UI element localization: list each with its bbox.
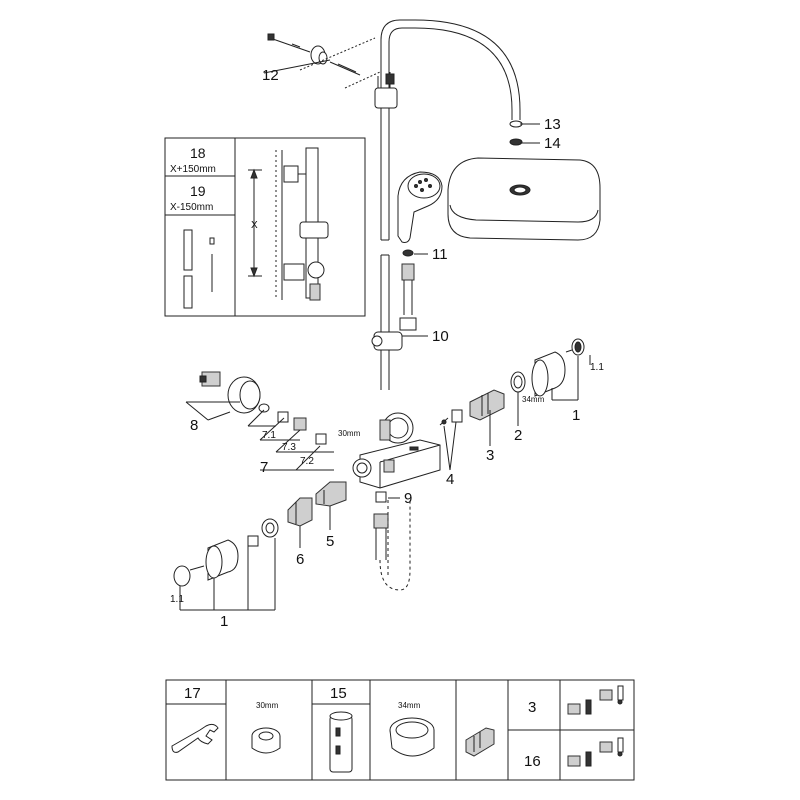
callout-1-left: 1 [220,613,228,630]
leader-lines [179,59,591,611]
inset-label-19-sub: X-150mm [170,202,213,213]
tool-size-30: 30mm [256,701,279,710]
dimension-34mm: 34mm [522,395,545,404]
thermostat-mixer [352,412,441,489]
callout-1-right: 1 [572,407,580,424]
tool-size-34: 34mm [398,701,421,710]
lower-hose [373,491,411,591]
callout-14: 14 [544,135,561,152]
head-shower [447,120,601,241]
right-side-parts [439,338,585,426]
shower-riser-pipe [374,19,521,390]
wrench-icon [171,723,219,753]
callout-12: 12 [262,67,279,84]
inset-riser-lengths: 18 X+150mm 19 X-150mm X [164,137,366,317]
callout-9: 9 [404,490,412,507]
callout-labels: 12 13 14 11 10 1.1 1 2 3 4 8 7.1 7.3 7.2… [170,67,604,630]
hose-parts [399,249,417,331]
callout-1-1-right: 1.1 [590,362,604,373]
inset-label-18: 18 [190,145,206,161]
callout-10: 10 [432,328,449,345]
callout-4: 4 [446,471,454,488]
callout-1-1-left: 1.1 [170,594,184,605]
tool-label-17: 17 [184,685,201,702]
hand-shower [397,171,443,243]
tool-label-15: 15 [330,685,347,702]
callout-7: 7 [260,459,268,476]
callout-8: 8 [190,417,198,434]
callout-5: 5 [326,533,334,550]
inset-height-x: X [251,220,258,231]
callout-7-3: 7.3 [282,442,296,453]
callout-6: 6 [296,551,304,568]
callout-11: 11 [432,246,448,263]
callout-2: 2 [514,427,522,444]
extension-tool-icon [329,715,353,773]
callout-7-1: 7.1 [262,430,276,441]
inset-label-18-sub: X+150mm [170,164,216,175]
thermostat-cartridge-icon-16 [567,737,624,767]
callout-7-2: 7.2 [300,456,314,467]
thermostat-cartridge-icon-3 [567,685,624,715]
tool-label-3: 3 [528,699,536,716]
tool-label-16: 16 [524,753,541,770]
shower-slider [371,331,403,351]
lower-left-parts [173,481,347,587]
inset-label-19: 19 [190,183,206,199]
tools-box: 17 15 30mm 34mm 3 16 [165,679,635,781]
dimension-30mm: 30mm [338,429,361,438]
callout-13: 13 [544,116,561,133]
left-side-parts [199,371,327,445]
callout-3: 3 [486,447,494,464]
